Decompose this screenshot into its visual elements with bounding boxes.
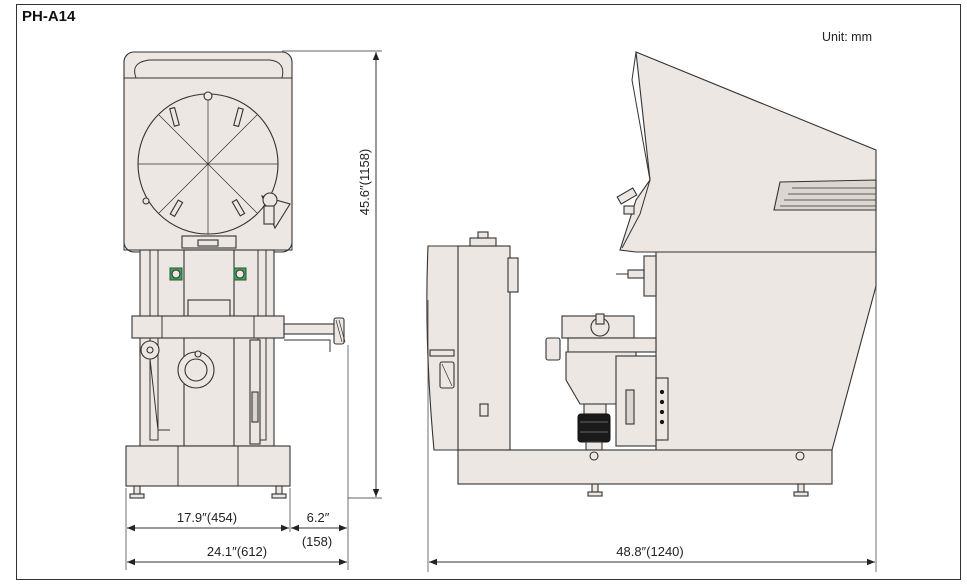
front-dimensions xyxy=(125,50,382,570)
side-total-length-dimension: 48.8″(1240) xyxy=(616,544,683,559)
front-extension-mm-dimension: (158) xyxy=(302,534,332,549)
drawing-frame xyxy=(16,4,961,580)
model-title: PH-A14 xyxy=(22,8,76,25)
front-view xyxy=(123,51,346,499)
unit-label: Unit: mm xyxy=(822,30,872,44)
side-dimensions xyxy=(427,282,877,572)
side-view xyxy=(426,51,877,497)
height-dimension: 45.6″(1158) xyxy=(357,149,372,216)
front-extension-inch-dimension: 6.2″ xyxy=(307,510,330,525)
front-inner-width-dimension: 17.9″(454) xyxy=(177,510,237,525)
front-total-width-dimension: 24.1″(612) xyxy=(207,544,267,559)
